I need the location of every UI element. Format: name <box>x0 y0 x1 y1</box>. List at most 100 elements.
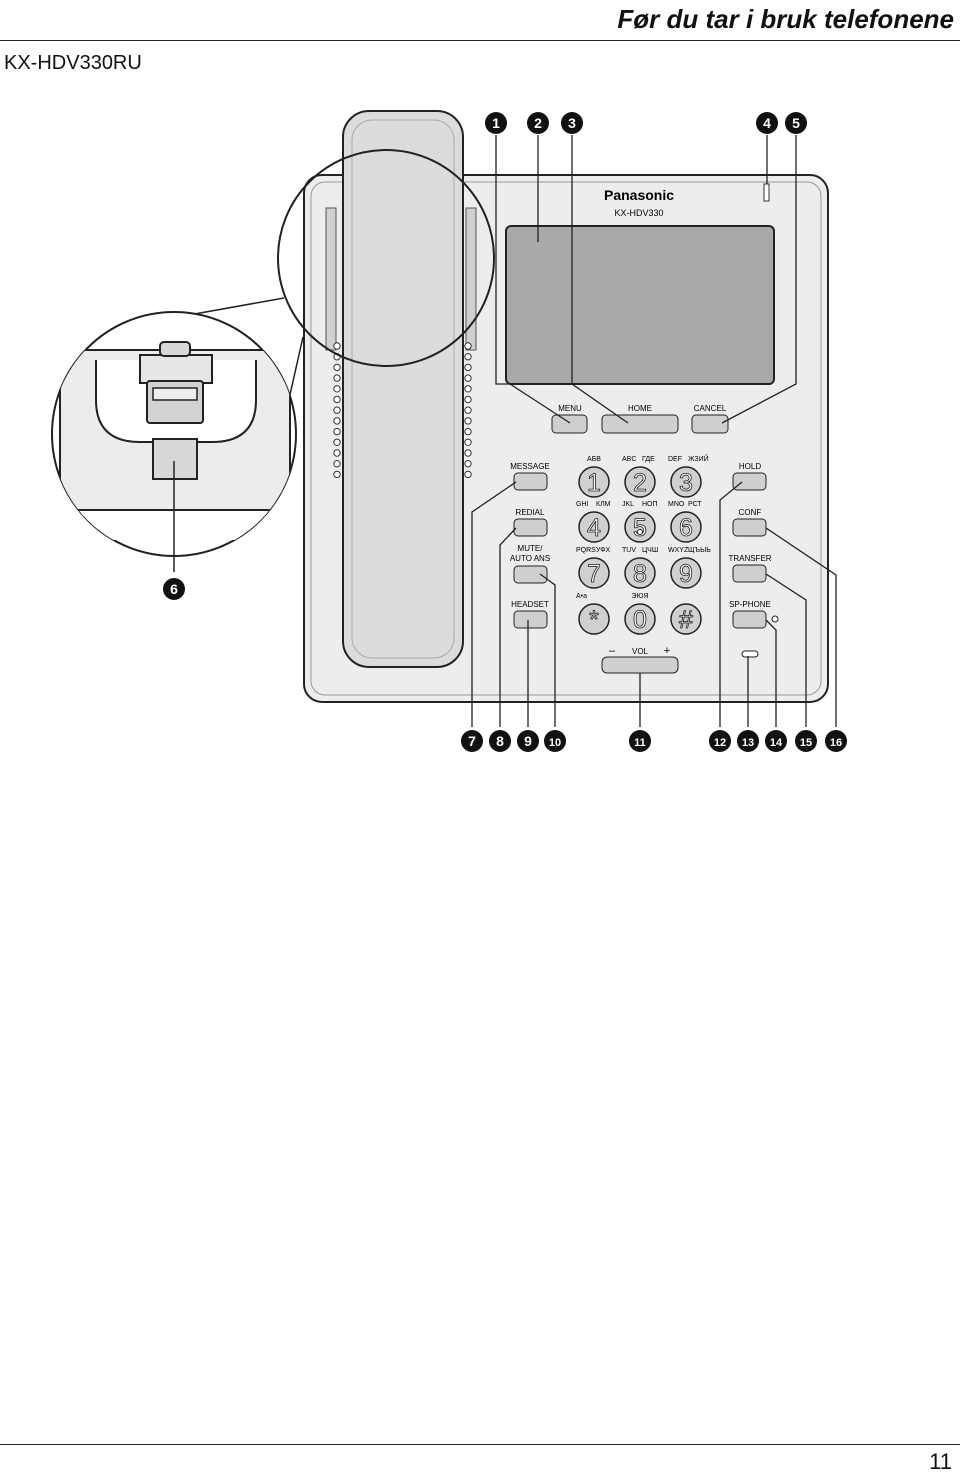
speaker-hole <box>464 374 472 382</box>
key-cyrillic-letters: ГДЕ <box>642 456 655 463</box>
hook-detail <box>59 341 291 540</box>
model-text: KX-HDV330 <box>614 208 663 218</box>
svg-text:15: 15 <box>800 737 812 749</box>
speaker-hole <box>464 395 472 404</box>
svg-text:14: 14 <box>770 737 783 749</box>
key-star[interactable] <box>578 603 610 635</box>
key-cyrillic-letters: НОП <box>642 501 658 508</box>
redial-button <box>513 518 548 537</box>
brand-logo: Panasonic <box>604 187 674 203</box>
key-3[interactable] <box>670 466 702 498</box>
svg-text:13: 13 <box>742 737 754 749</box>
key-digit: 1 <box>587 469 601 497</box>
callout-1: 1 <box>485 112 507 134</box>
key-8[interactable] <box>624 557 656 589</box>
callout-10: 10 <box>544 730 566 752</box>
speaker-hole <box>464 406 472 414</box>
speaker-hole <box>333 374 341 382</box>
callout-4: 4 <box>756 112 778 134</box>
callout-12: 12 <box>709 730 731 752</box>
key-hash[interactable] <box>670 603 702 635</box>
menu-button <box>551 414 588 434</box>
speaker-hole <box>464 438 472 446</box>
speaker-hole <box>464 342 472 350</box>
message-led <box>763 183 770 202</box>
svg-text:MUTE/: MUTE/ <box>518 544 544 553</box>
sp-phone-button <box>732 610 767 629</box>
lcd-display <box>505 225 775 385</box>
svg-text:9: 9 <box>524 733 532 749</box>
key-latin-letters: A•a <box>576 593 587 600</box>
speaker-hole <box>464 449 472 457</box>
callout-9: 9 <box>517 730 539 752</box>
svg-text:TRANSFER: TRANSFER <box>728 554 771 563</box>
key-cyrillic-letters: ЖЗИЙ <box>688 454 709 463</box>
speaker-hole <box>333 406 341 414</box>
speaker-hole <box>333 417 341 425</box>
key-5-dot <box>637 529 643 535</box>
key-digit: 5 <box>633 514 647 542</box>
key-5[interactable] <box>624 511 656 543</box>
key-latin-letters: TUV <box>622 547 636 554</box>
transfer-button <box>732 564 767 583</box>
svg-text:HOLD: HOLD <box>739 462 761 471</box>
footer-divider <box>0 1444 960 1445</box>
speaker-hole <box>333 438 341 446</box>
svg-text:1: 1 <box>492 115 500 131</box>
svg-text:MESSAGE: MESSAGE <box>510 462 550 471</box>
speaker-hole <box>464 460 472 468</box>
key-cyrillic-letters: ЭЮЯ <box>631 593 648 600</box>
key-0[interactable] <box>624 603 656 635</box>
speaker-hole <box>333 342 341 350</box>
home-button <box>601 414 679 434</box>
svg-text:16: 16 <box>830 737 842 749</box>
svg-text:HEADSET: HEADSET <box>511 600 549 609</box>
callout-2: 2 <box>527 112 549 134</box>
svg-text:REDIAL: REDIAL <box>516 508 545 517</box>
svg-text:–: – <box>609 645 616 657</box>
svg-text:SP-PHONE: SP-PHONE <box>729 600 771 609</box>
key-digit: * <box>589 606 599 634</box>
hold-button <box>732 472 767 491</box>
key-cyrillic-letters: АБВ <box>587 456 601 463</box>
callout-7: 7 <box>461 730 483 752</box>
key-2[interactable] <box>624 466 656 498</box>
key-1[interactable] <box>578 466 610 498</box>
key-cyrillic-letters: РСТ <box>688 501 702 508</box>
header-divider <box>0 40 960 41</box>
key-7[interactable] <box>578 557 610 589</box>
key-6[interactable] <box>670 511 702 543</box>
key-latin-letters: WXYZ <box>668 547 689 554</box>
key-latin-letters: PQRS <box>576 547 596 554</box>
speaker-grille <box>333 342 472 479</box>
key-4[interactable] <box>578 511 610 543</box>
message-button <box>513 472 548 491</box>
callout-16: 16 <box>825 730 847 752</box>
speaker-hole <box>464 470 472 479</box>
svg-text:CONF: CONF <box>739 508 762 517</box>
speaker-hole <box>464 385 472 393</box>
headset-button <box>513 610 548 629</box>
speaker-hole <box>333 460 341 468</box>
key-digit: 9 <box>679 560 693 588</box>
svg-text:3: 3 <box>568 115 576 131</box>
volume-button <box>601 656 679 674</box>
key-digit: 4 <box>587 514 601 542</box>
key-latin-letters: JKL <box>622 501 634 508</box>
key-cyrillic-letters: ЦЧШ <box>642 547 658 554</box>
callout-3: 3 <box>561 112 583 134</box>
speaker-hole <box>464 417 472 425</box>
conf-button <box>732 518 767 537</box>
key-cyrillic-letters: ЩЪЫЬ <box>688 547 711 554</box>
key-9[interactable] <box>670 557 702 589</box>
speaker-hole <box>333 395 341 404</box>
section-title: Før du tar i bruk telefonene <box>617 4 954 34</box>
svg-text:2: 2 <box>534 115 542 131</box>
key-digit: 7 <box>587 560 601 588</box>
key-digit: 8 <box>633 560 647 588</box>
key-digit: 2 <box>633 469 647 497</box>
svg-text:6: 6 <box>170 581 178 597</box>
speaker-hole <box>333 470 341 479</box>
speaker-hole <box>464 353 472 361</box>
